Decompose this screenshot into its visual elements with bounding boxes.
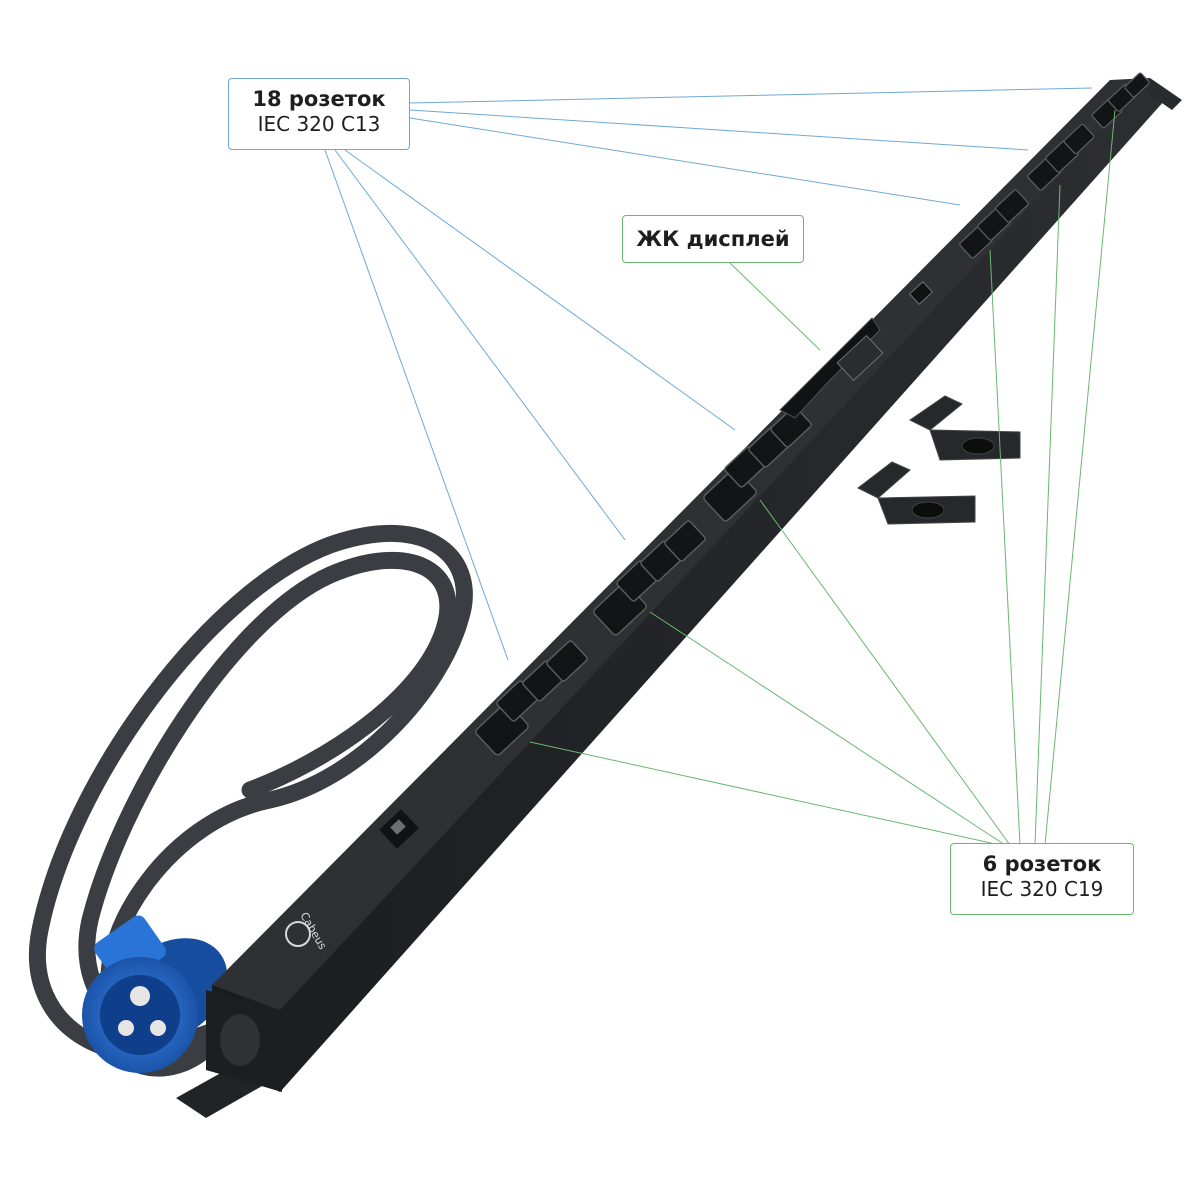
c19-outlet-group-3 xyxy=(703,406,812,522)
c13-outlet-group-3 xyxy=(1091,72,1150,129)
callout-c13-title: 18 розеток xyxy=(252,87,386,111)
lcd-display xyxy=(779,281,934,419)
callout-lcd-display: ЖК дисплей xyxy=(622,215,804,263)
c13-outlet-group-2 xyxy=(1027,123,1095,191)
circuit-breaker xyxy=(379,809,419,849)
callout-c19-outlets: 6 розеток IEC 320 C19 xyxy=(950,843,1134,915)
leader-lines-green xyxy=(529,109,1116,846)
c19-outlet-group-2 xyxy=(593,520,706,636)
iec-309-plug xyxy=(82,915,228,1073)
callout-lcd-title: ЖК дисплей xyxy=(636,227,790,251)
callout-c13-outlets: 18 розеток IEC 320 C13 xyxy=(228,78,410,150)
callout-c19-subtitle: IEC 320 C19 xyxy=(980,877,1104,902)
c19-outlet-group-1 xyxy=(475,640,588,756)
c13-outlet-group-1 xyxy=(959,189,1029,259)
callout-c19-title: 6 розеток xyxy=(982,852,1102,876)
leader-lines-c13 xyxy=(324,87,1093,661)
callout-c13-subtitle: IEC 320 C13 xyxy=(257,112,381,137)
mounting-bracket-1 xyxy=(909,395,1021,461)
mounting-bracket-2 xyxy=(857,461,976,525)
